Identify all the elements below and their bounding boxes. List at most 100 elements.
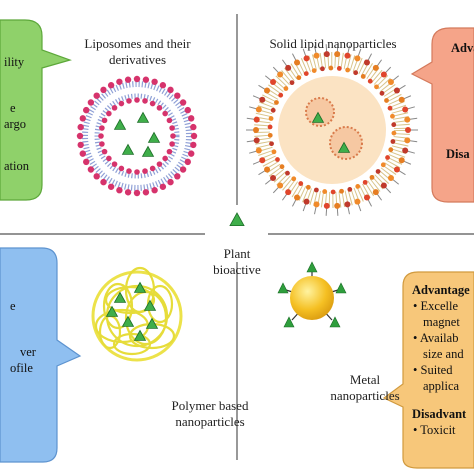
lipid-head (259, 157, 266, 164)
lipid-head (398, 157, 405, 164)
lipid-head (124, 76, 132, 83)
lipid-head (116, 187, 123, 194)
bioactive-triangle (133, 329, 147, 341)
lipid-head (264, 166, 271, 173)
bioactive-triangle (136, 111, 150, 123)
lipid-head (294, 194, 301, 201)
lipid-head (305, 184, 311, 190)
metal-bullet-2: • Availab (413, 331, 459, 345)
liposome-callout-line-2: e (10, 101, 16, 115)
lipid-head (133, 75, 141, 83)
liposome-title: Liposomes and their derivatives (84, 36, 191, 67)
lipid-head (99, 141, 105, 147)
polymer-title: Polymer based nanoparticles (171, 398, 249, 429)
liposome-inner-heads (98, 97, 176, 175)
lipid-head (274, 100, 279, 105)
bioactive-triangle (105, 305, 119, 317)
metal-bullet-1-cont: magnet (423, 315, 460, 329)
lipid-head (99, 125, 105, 131)
lipid-head (184, 106, 191, 114)
bioactive-triangle (113, 291, 127, 303)
lipid-head (79, 115, 86, 122)
lipid-head (190, 123, 197, 131)
lipid-head (93, 173, 100, 180)
lipid-head (156, 105, 163, 111)
lipid-head (259, 96, 266, 103)
lipid-head (118, 165, 125, 172)
center-label: Plant bioactive (213, 246, 261, 277)
lipid-head (278, 92, 284, 98)
lipid-head (387, 79, 394, 86)
lipid-head (277, 71, 284, 78)
ligand-triangle (329, 316, 341, 328)
lipid-head (156, 161, 163, 167)
sln-callout-heading-2: Disa (446, 147, 470, 161)
sln-callout (410, 27, 474, 203)
ligand-triangle (277, 282, 289, 294)
lipid-head (100, 178, 107, 186)
lipid-head (87, 99, 95, 106)
lipid-head (107, 82, 115, 89)
polymer-callout-line-2: ver (20, 345, 36, 359)
lipid-head (372, 64, 379, 71)
lipid-head (379, 90, 385, 96)
lipid-head (93, 92, 100, 99)
lipid-head (380, 71, 387, 78)
lipid-head (334, 51, 341, 58)
lipid-head (79, 150, 86, 157)
bioactive-triangle (121, 315, 135, 327)
ligand-triangle (335, 282, 347, 294)
lipid-head (320, 66, 325, 72)
lipid-head (142, 168, 148, 174)
lipid-head (270, 79, 277, 86)
lipid-head (142, 76, 150, 83)
metal-bullet-3: • Suited (413, 363, 453, 377)
lipid-head (77, 141, 84, 149)
liposome-outer-heads (76, 75, 198, 197)
lipid-head (354, 55, 361, 62)
lipid-head (170, 133, 176, 139)
lipid-head (380, 162, 386, 168)
lipid-head (323, 51, 330, 58)
lipid-head (334, 202, 341, 209)
lipid-head (142, 189, 150, 196)
lipid-head (106, 155, 112, 162)
bioactive-triangle (145, 317, 159, 329)
lipid-head (289, 80, 295, 86)
lipid-head (380, 182, 387, 189)
lipid-head (354, 198, 361, 205)
metal-bullet-3-cont: applica (423, 379, 460, 393)
metal-particle (290, 276, 334, 320)
lipid-head (328, 65, 334, 71)
sln-title: Solid lipid nanoparticles (269, 36, 397, 51)
lipid-head (344, 52, 351, 59)
lipid-head (253, 127, 259, 133)
lipid-head (303, 55, 310, 62)
lipid-head (190, 141, 197, 149)
lipid-head (387, 174, 394, 181)
lipid-head (339, 188, 344, 194)
lipid-head (169, 125, 175, 131)
lipid-head (347, 186, 353, 192)
bioactive-triangle (147, 131, 161, 143)
lipid-head (87, 166, 95, 173)
bioactive-triangle (113, 118, 127, 130)
lipid-head (323, 202, 330, 209)
bioactive-triangle (337, 141, 351, 153)
lipid-head (134, 97, 140, 103)
ligand-triangle (306, 261, 318, 273)
lipid-head (264, 87, 271, 94)
lipid-head (76, 132, 84, 140)
lipid-head (374, 84, 379, 90)
lipid-head (360, 74, 366, 79)
lipid-head (345, 67, 351, 73)
lipid-head (298, 181, 304, 186)
metal-title: Metal nanoparticles (330, 372, 400, 403)
lipid-head (166, 148, 173, 155)
lipid-head (404, 116, 411, 123)
lipid-head (277, 182, 284, 189)
lipid-head (107, 183, 115, 190)
lipid-head (162, 155, 168, 162)
lipid-head (126, 168, 132, 174)
